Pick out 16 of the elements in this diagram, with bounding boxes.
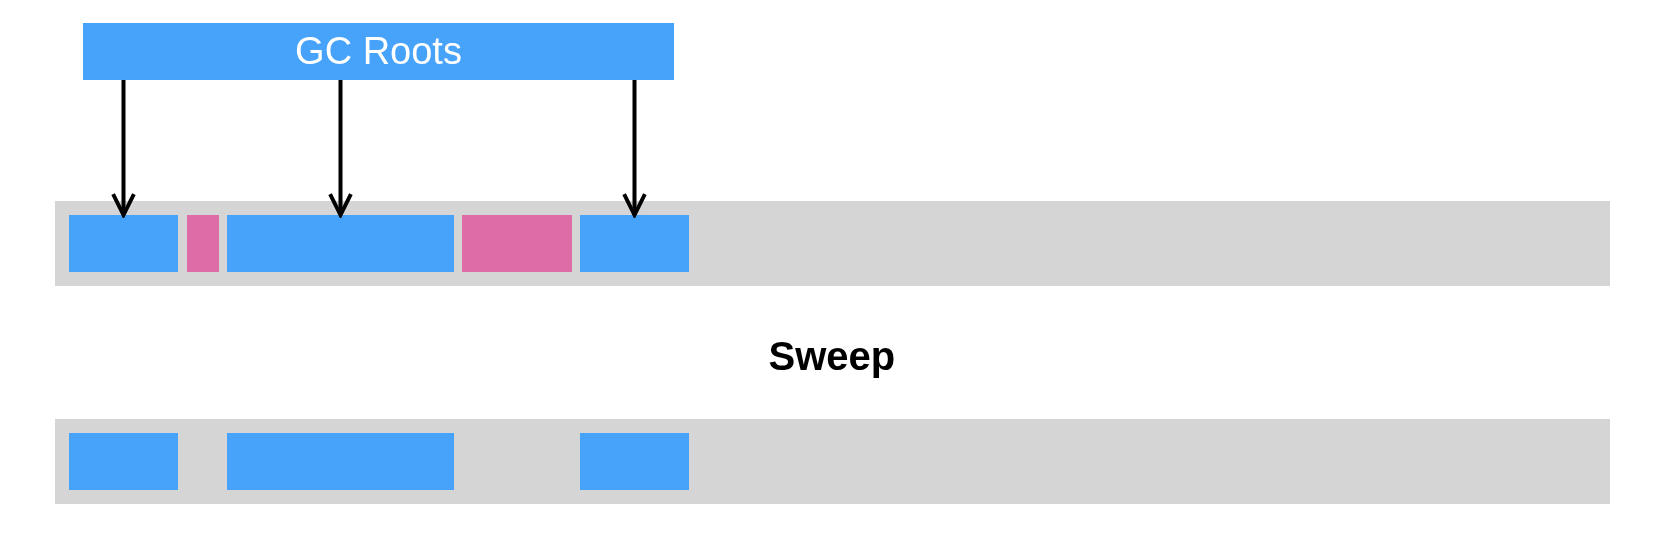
step-label: Sweep	[768, 333, 896, 379]
roots-box	[83, 23, 674, 80]
box-title: GC Roots	[294, 29, 463, 74]
memory-block	[69, 215, 178, 272]
memory-block	[227, 433, 454, 490]
memory-block	[227, 215, 454, 272]
memory-block	[580, 433, 689, 490]
memory-block	[69, 433, 178, 490]
memory-bar	[55, 201, 1610, 286]
memory-block	[580, 215, 689, 272]
arrow	[111, 80, 136, 217]
memory-block	[187, 215, 219, 272]
memory-bar	[55, 419, 1610, 504]
arrow	[328, 80, 353, 217]
memory-block	[462, 215, 572, 272]
arrow	[622, 80, 647, 217]
